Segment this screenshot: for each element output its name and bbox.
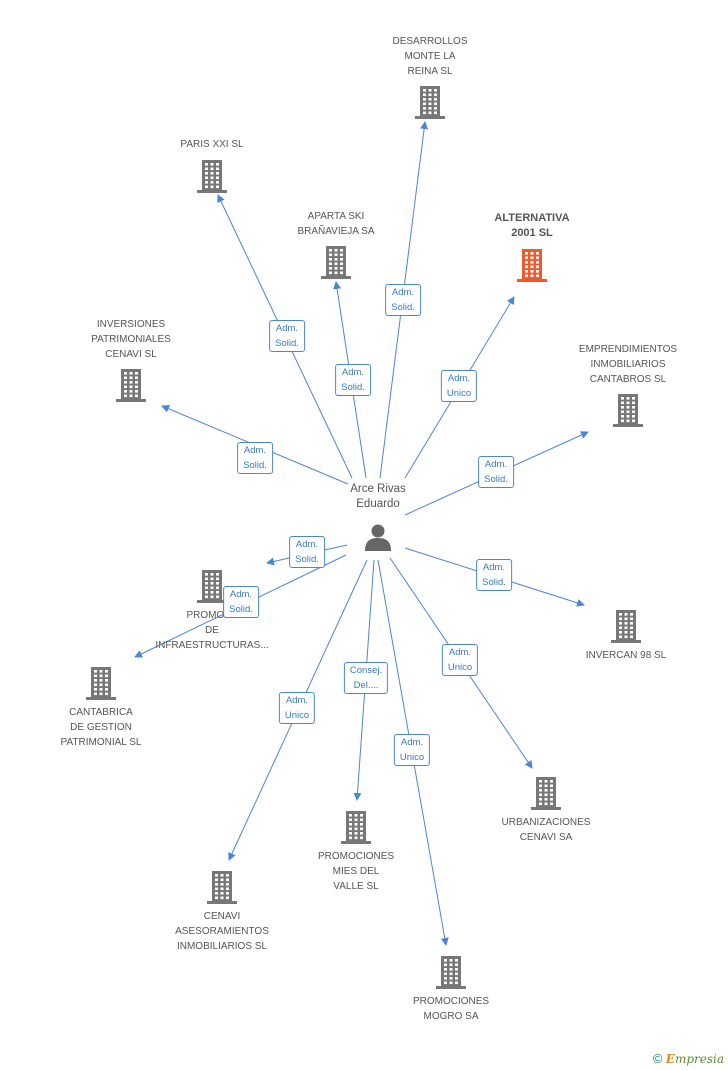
role-label-urbanizaciones[interactable]: Adm. Unico: [441, 644, 479, 676]
copyright-icon: ©: [652, 1051, 663, 1066]
company-label-inversiones[interactable]: INVERSIONES PATRIMONIALES CENAVI SL: [91, 319, 171, 360]
role-label-emprendimientos[interactable]: Adm. Solid.: [478, 456, 514, 488]
role-label-parisxxi[interactable]: Adm. Solid.: [269, 320, 305, 352]
footer-brand: © Empresia: [653, 1051, 724, 1066]
company-label-alternativa[interactable]: ALTERNATIVA 2001 SL: [494, 212, 570, 239]
role-label-invercan[interactable]: Adm. Solid.: [476, 559, 512, 591]
company-label-promocionesmies[interactable]: PROMOCIONES MIES DEL VALLE SL: [317, 851, 395, 892]
role-label-cenavi[interactable]: Adm. Unico: [278, 692, 316, 724]
building-icon[interactable]: [196, 569, 228, 603]
company-label-emprendimientos[interactable]: EMPRENDIMIENTOS INMOBILIARIOS CANTABROS …: [578, 344, 678, 385]
company-label-invercan[interactable]: INVERCAN 98 SL: [585, 650, 667, 661]
building-icon[interactable]: [435, 955, 467, 989]
center-person-label[interactable]: Arce Rivas Eduardo: [350, 483, 406, 510]
role-label-promocionesmies[interactable]: Consej. Del....: [343, 662, 389, 694]
building-icon[interactable]: [414, 85, 446, 119]
company-label-cenavi[interactable]: CENAVI ASESORAMIENTOS INMOBILIARIOS SL: [175, 911, 269, 952]
company-label-cantabrica[interactable]: CANTABRICA DE GESTION PATRIMONIAL SL: [60, 707, 142, 748]
building-icon[interactable]: [610, 609, 642, 643]
company-label-urbanizaciones[interactable]: URBANIZACIONES CENAVI SA: [501, 817, 591, 843]
building-icon[interactable]: [612, 393, 644, 427]
building-icon[interactable]: [115, 368, 147, 402]
role-label-desarrollos[interactable]: Adm. Solid.: [385, 284, 421, 316]
building-icon[interactable]: [206, 870, 238, 904]
role-label-alternativa[interactable]: Adm. Unico: [440, 370, 478, 402]
role-label-promocionesmogro[interactable]: Adm. Unico: [393, 734, 431, 766]
building-icon[interactable]: [320, 245, 352, 279]
company-label-promotora[interactable]: PROMOT... DE INFRAESTRUCTURAS...: [155, 610, 269, 651]
role-label-cantabrica[interactable]: Adm. Solid.: [223, 586, 259, 618]
person-icon[interactable]: [363, 522, 393, 552]
building-icon[interactable]: [340, 810, 372, 844]
role-label-inversiones[interactable]: Adm. Solid.: [237, 442, 273, 474]
role-label-promotora[interactable]: Adm. Solid.: [289, 536, 325, 568]
building-icon[interactable]: [85, 666, 117, 700]
role-label-apartaski[interactable]: Adm. Solid.: [335, 364, 371, 396]
brand-logo: Empresia: [665, 1052, 724, 1066]
company-label-promocionesmogro[interactable]: PROMOCIONES MOGRO SA: [412, 996, 490, 1022]
company-label-apartaski[interactable]: APARTA SKI BRAÑAVIEJA SA: [297, 211, 375, 237]
building-icon[interactable]: [196, 159, 228, 193]
building-icon[interactable]: [516, 248, 548, 282]
company-label-desarrollos[interactable]: DESARROLLOS MONTE LA REINA SL: [392, 36, 468, 77]
building-icon[interactable]: [530, 776, 562, 810]
company-label-parisxxi[interactable]: PARIS XXI SL: [180, 139, 244, 150]
